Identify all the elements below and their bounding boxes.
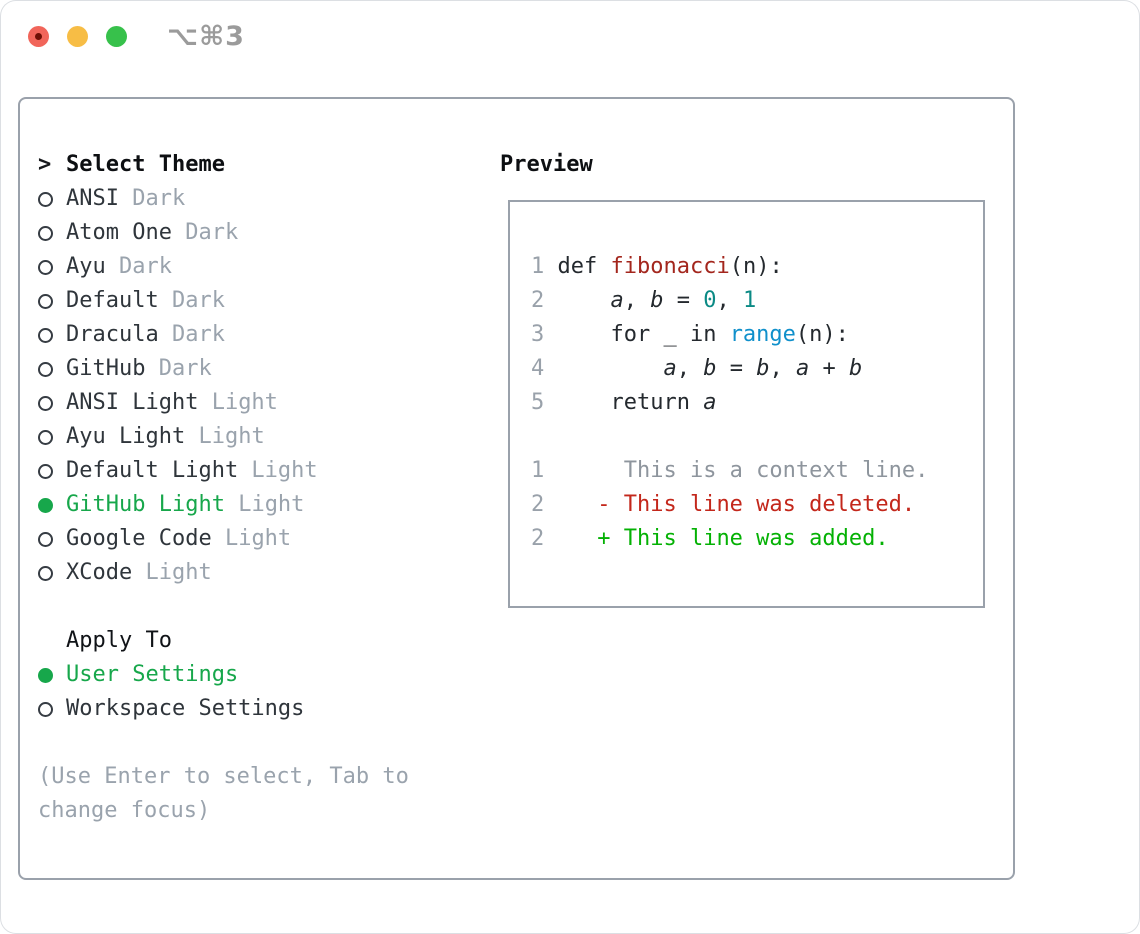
theme-option[interactable]: Ayu Light Light [38, 420, 478, 454]
theme-variant-tag: Light [185, 424, 265, 449]
apply-name: User Settings [66, 662, 239, 687]
radio-unselected-icon [38, 361, 53, 377]
theme-name: Default Light [66, 458, 239, 483]
theme-variant-tag: Dark [171, 220, 239, 245]
code-line: 2 - This line was deleted. [531, 492, 916, 517]
unsaved-dot-icon [35, 33, 42, 40]
titlebar: ⌥⌘3 [0, 0, 1140, 72]
theme-option[interactable]: Default Dark [38, 284, 478, 318]
theme-variant-tag: Dark [158, 288, 225, 313]
theme-option[interactable]: GitHub Light Light [38, 488, 478, 522]
apply-option[interactable]: Workspace Settings [38, 692, 478, 726]
radio-unselected-icon [38, 565, 53, 581]
apply-to-label: Apply To [66, 628, 172, 653]
theme-name: Atom One [66, 220, 172, 245]
theme-variant-tag: Light [132, 560, 212, 585]
apply-option[interactable]: User Settings [38, 658, 478, 692]
radio-unselected-icon [38, 225, 53, 241]
theme-option[interactable]: Google Code Light [38, 522, 478, 556]
theme-variant-tag: Light [198, 390, 278, 415]
theme-name: Ayu [66, 254, 106, 279]
radio-unselected-icon [38, 531, 53, 547]
theme-variant-tag: Light [224, 492, 305, 517]
close-button[interactable] [28, 26, 49, 47]
preview-box: 1 def fibonacci(n): 2 a, b = 0, 1 3 for _ … [508, 200, 985, 608]
window-title: ⌥⌘3 [167, 21, 245, 52]
apply-name: Workspace Settings [66, 696, 305, 721]
theme-name: ANSI Light [66, 390, 199, 415]
theme-name: GitHub Light [66, 492, 225, 517]
theme-option[interactable]: ANSI Dark [38, 182, 478, 216]
code-line: 2 a, b = 0, 1 [531, 288, 757, 313]
code-line: 2 + This line was added. [531, 526, 889, 551]
radio-selected-icon [38, 667, 53, 683]
theme-name: Default [66, 288, 159, 313]
theme-name: ANSI [66, 186, 119, 211]
theme-option[interactable]: Ayu Dark [38, 250, 478, 284]
theme-variant-tag: Light [211, 526, 292, 551]
code-line: 1 This is a context line. [531, 458, 929, 483]
preview-code: 1 def fibonacci(n): 2 a, b = 0, 1 3 for _ … [531, 250, 983, 556]
radio-selected-icon [38, 497, 53, 513]
code-line: 4 a, b = b, a + b [531, 356, 863, 381]
radio-unselected-icon [38, 293, 53, 309]
code-line: 1 def fibonacci(n): [531, 254, 783, 279]
theme-variant-tag: Dark [145, 356, 212, 381]
zoom-button[interactable] [106, 26, 127, 47]
code-line [531, 420, 983, 454]
theme-name: Dracula [66, 322, 159, 347]
theme-variant-tag: Dark [118, 186, 186, 211]
radio-unselected-icon [38, 429, 53, 445]
theme-option[interactable]: XCode Light [38, 556, 478, 590]
hint-text: (Use Enter to select, Tab to change focu… [38, 764, 409, 823]
radio-unselected-icon [38, 191, 53, 207]
theme-option[interactable]: Atom One Dark [38, 216, 478, 250]
theme-variant-tag: Dark [158, 322, 225, 347]
select-theme-header: > Select Theme [38, 148, 478, 182]
theme-name: XCode [66, 560, 133, 585]
theme-name: Google Code [66, 526, 212, 551]
theme-option[interactable]: GitHub Dark [38, 352, 478, 386]
preview-heading: Preview [500, 152, 593, 177]
theme-option[interactable]: ANSI Light Light [38, 386, 478, 420]
radio-unselected-icon [38, 463, 53, 479]
minimize-button[interactable] [67, 26, 88, 47]
radio-unselected-icon [38, 701, 53, 717]
select-theme-label: Select Theme [66, 152, 225, 177]
spacer [38, 590, 478, 624]
selection-prompt-icon: > [38, 152, 52, 177]
theme-name: Ayu Light [66, 424, 186, 449]
radio-unselected-icon [38, 395, 53, 411]
theme-variant-tag: Light [238, 458, 318, 483]
radio-unselected-icon [38, 327, 53, 343]
theme-name: GitHub [66, 356, 146, 381]
theme-variant-tag: Dark [105, 254, 172, 279]
theme-option[interactable]: Default Light Light [38, 454, 478, 488]
apply-to-header: Apply To [38, 624, 478, 658]
code-line: 3 for _ in range(n): [531, 322, 849, 347]
theme-option[interactable]: Dracula Dark [38, 318, 478, 352]
radio-unselected-icon [38, 259, 53, 275]
code-line: 5 return a [531, 390, 717, 415]
